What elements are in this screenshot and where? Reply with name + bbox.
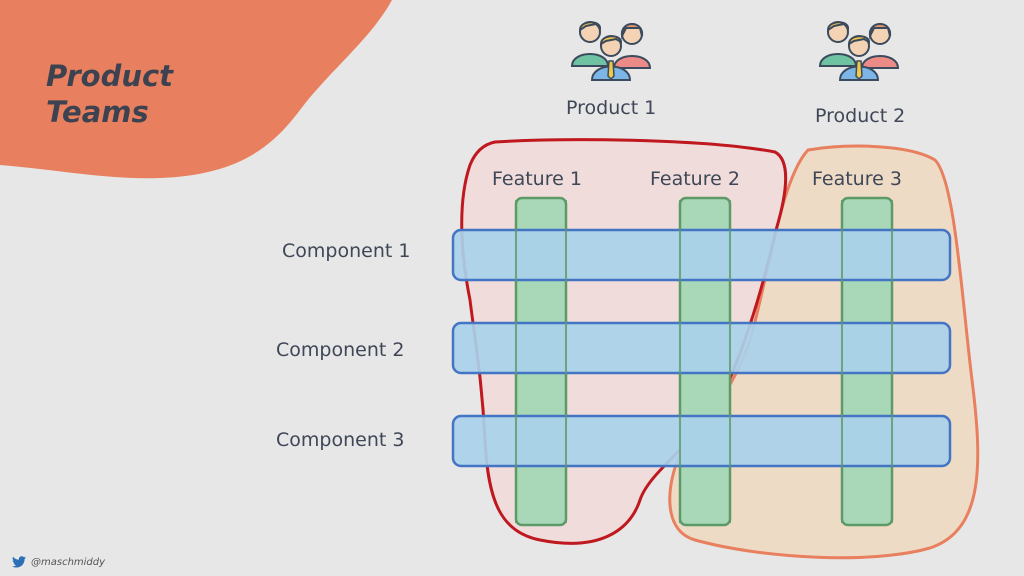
product-1-label: Product 1	[566, 97, 657, 119]
feature-3-label: Feature 3	[812, 168, 902, 190]
footer-credit: @maschmiddy	[12, 556, 105, 568]
feature-2-label: Feature 2	[650, 168, 740, 190]
title-line-2: Teams	[46, 95, 149, 129]
team-people-icon	[818, 21, 900, 81]
title-line-1: Product	[46, 59, 174, 93]
twitter-bird-icon	[12, 556, 26, 568]
decorative-blob	[0, 0, 392, 179]
component-3-row	[451, 414, 952, 468]
component-1-label: Component 1	[282, 240, 411, 262]
component-2-row	[451, 321, 952, 375]
component-3-label: Component 3	[276, 429, 405, 451]
feature-1-label: Feature 1	[492, 168, 582, 190]
team-people-icon	[570, 21, 652, 81]
component-1-row	[451, 228, 952, 282]
product-2-label: Product 2	[815, 105, 906, 127]
page-title: Product Teams	[46, 58, 173, 130]
footer-handle: @maschmiddy	[31, 556, 106, 568]
component-2-label: Component 2	[276, 339, 405, 361]
